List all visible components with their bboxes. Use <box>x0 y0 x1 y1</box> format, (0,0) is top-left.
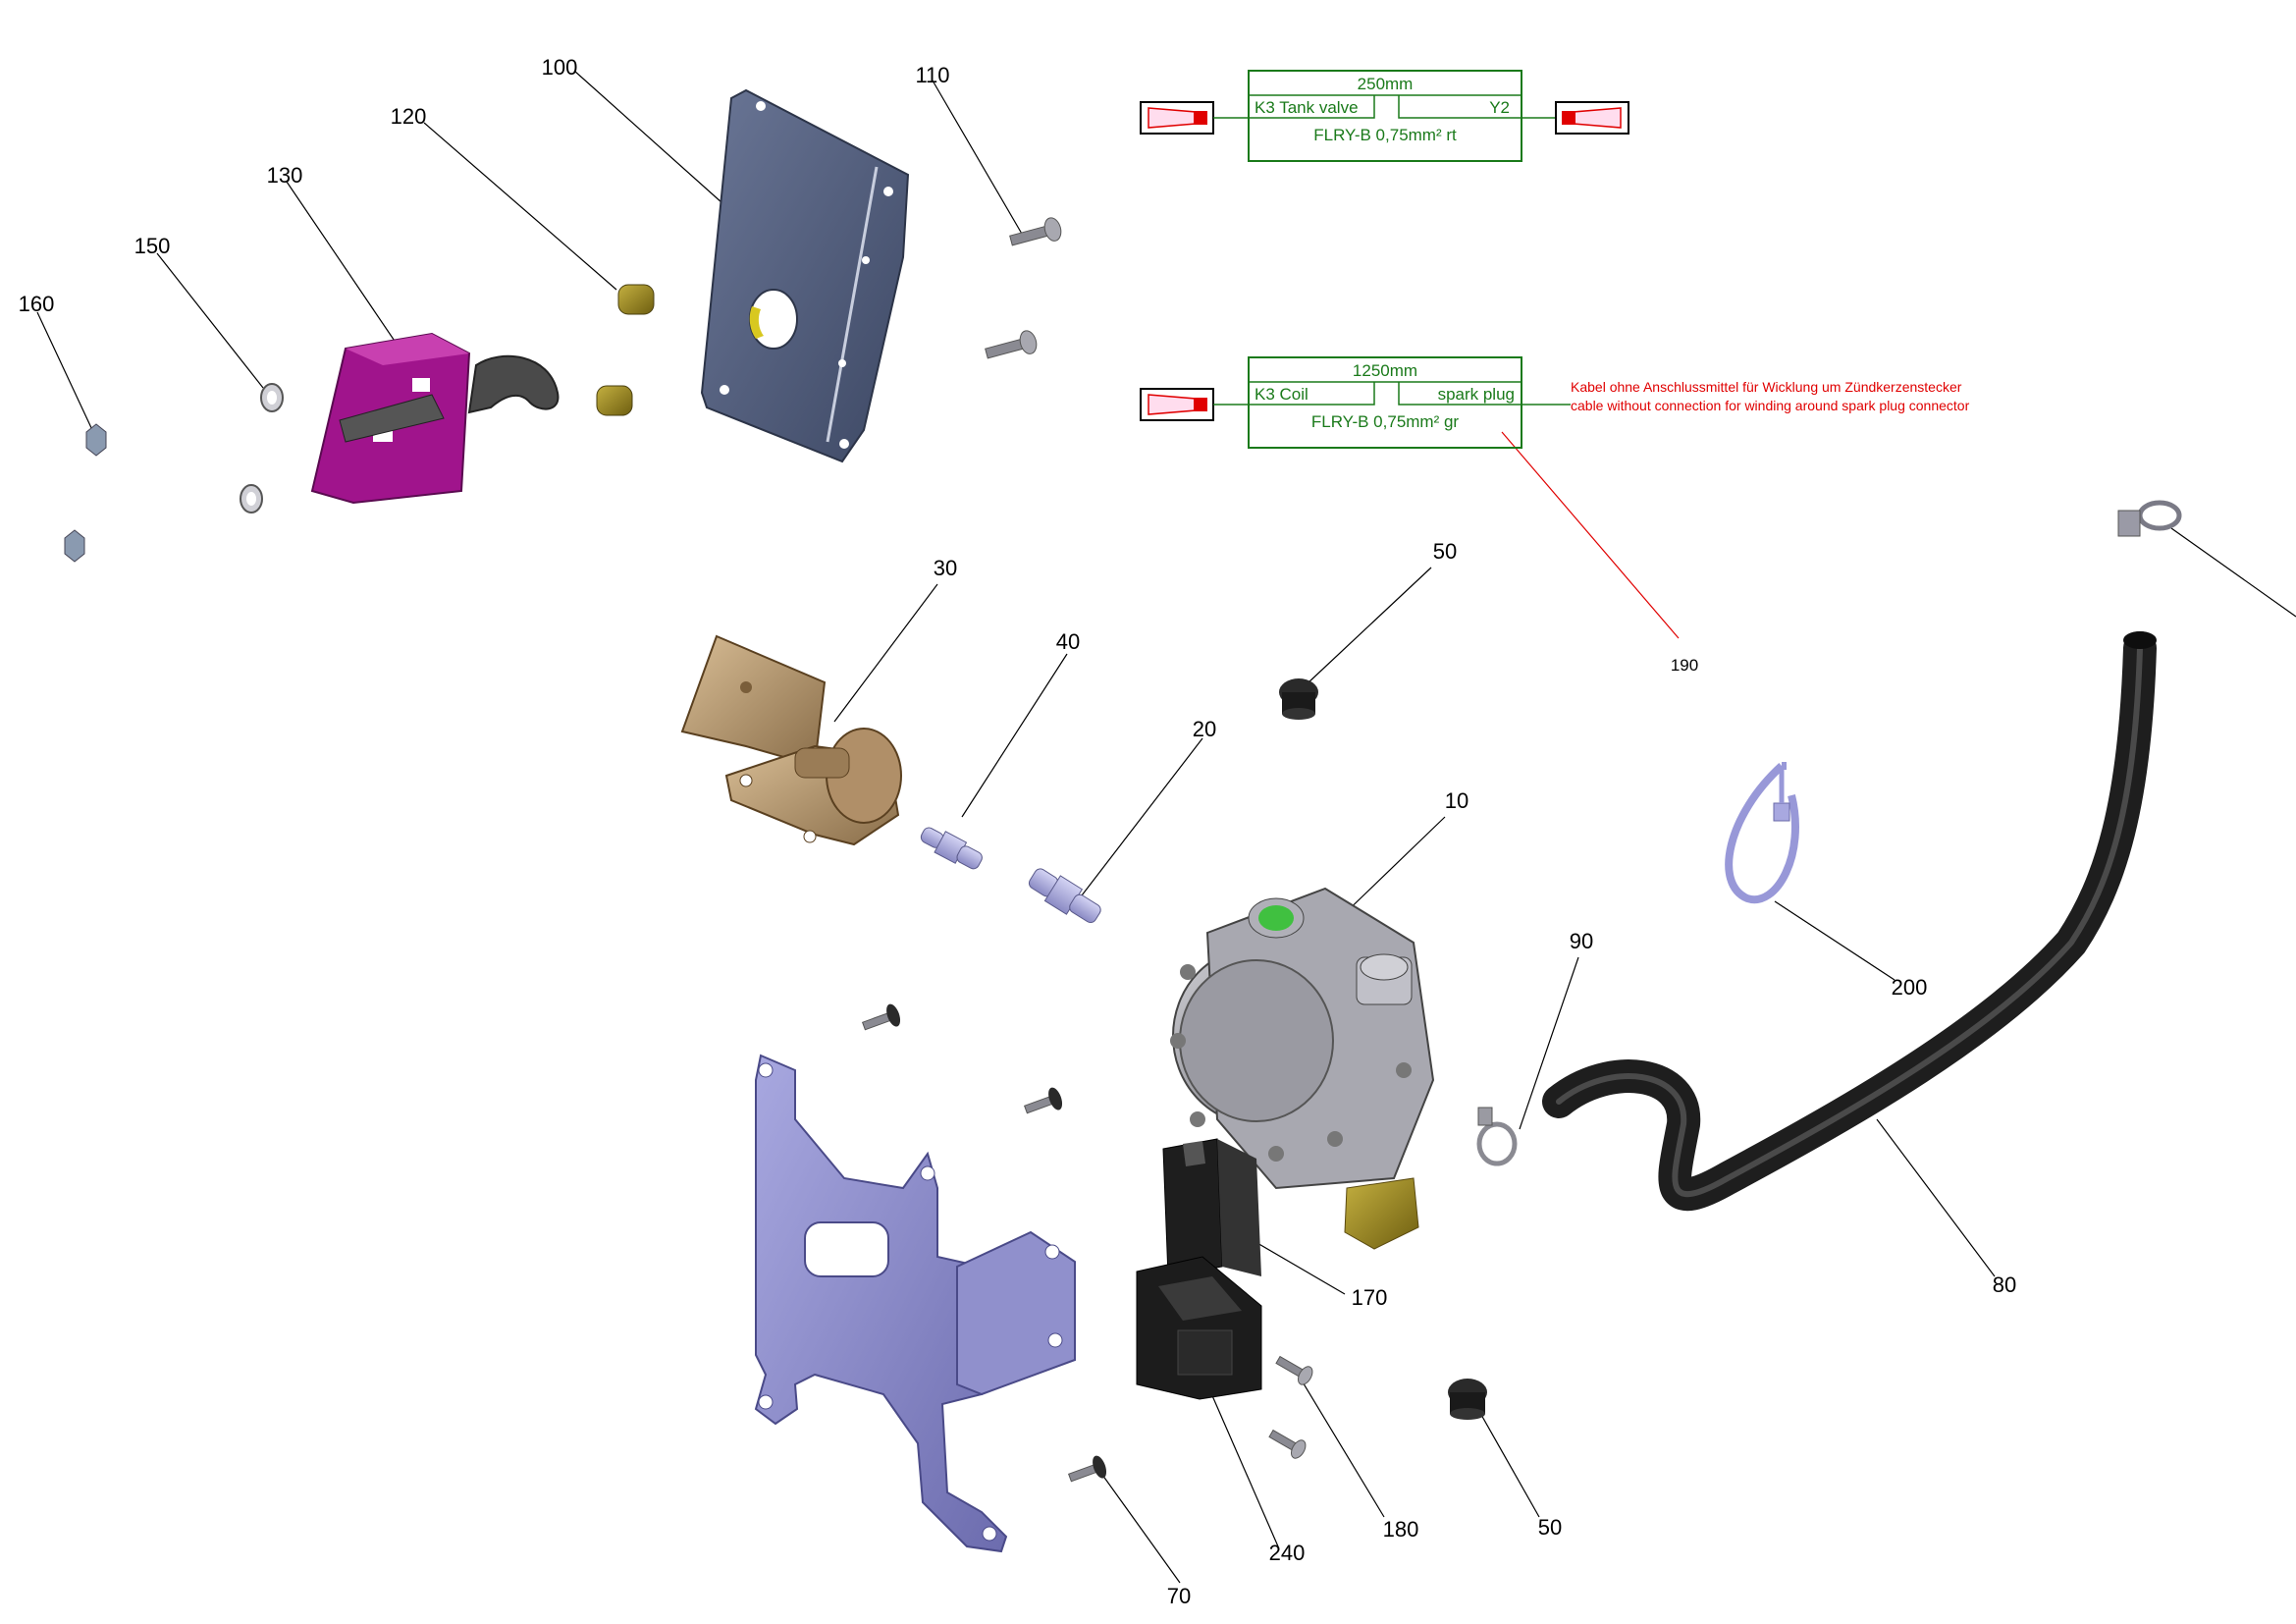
part-70-studs <box>861 1003 1107 1483</box>
part-10-regulator <box>1170 887 1435 1250</box>
part-240-relay-socket <box>1136 1256 1262 1400</box>
wire2-spec: FLRY-B 0,75mm² gr <box>1311 412 1460 431</box>
part-130-latch <box>310 332 560 505</box>
part-110-screws <box>985 217 1062 359</box>
callout-90: 90 <box>1570 929 1593 953</box>
wire-diagram-coil: 1250mm K3 Coil spark plug FLRY-B 0,75mm²… <box>1140 356 1571 449</box>
callout-180: 180 <box>1383 1517 1419 1542</box>
callout-50-top: 50 <box>1433 539 1457 564</box>
note-german: Kabel ohne Anschlussmittel für Wicklung … <box>1571 379 1962 395</box>
callout-240: 240 <box>1269 1541 1306 1565</box>
part-180-screws <box>1268 1355 1313 1459</box>
part-200-cable-tie <box>1725 762 1799 904</box>
wire1-right-label: Y2 <box>1489 98 1510 117</box>
bracket <box>754 1054 1076 1553</box>
callout-170: 170 <box>1352 1285 1388 1310</box>
part-50-grommet-top <box>1279 678 1318 720</box>
callout-labels: 100 110 120 130 150 160 30 40 20 50 10 9… <box>19 55 2017 1608</box>
part-40-fitting <box>920 827 983 870</box>
callout-130: 130 <box>267 163 303 188</box>
callout-70: 70 <box>1167 1584 1191 1608</box>
callout-30: 30 <box>934 556 957 580</box>
callout-20: 20 <box>1193 717 1216 741</box>
part-160-nuts <box>64 423 107 563</box>
part-100-mounting-plate <box>700 88 910 463</box>
wire2-right-label: spark plug <box>1438 385 1515 404</box>
connector-left-2 <box>1140 388 1214 421</box>
callout-160: 160 <box>19 292 55 316</box>
wire1-spec: FLRY-B 0,75mm² rt <box>1313 126 1457 144</box>
small-clamp-top-right <box>2117 500 2182 537</box>
callout-110: 110 <box>915 63 949 87</box>
note-english: cable without connection for winding aro… <box>1571 398 1970 413</box>
connector-left-1 <box>1140 101 1214 135</box>
callout-10: 10 <box>1445 788 1468 813</box>
callout-150: 150 <box>134 234 171 258</box>
wire-diagram-tank-valve: 250mm K3 Tank valve Y2 FLRY-B 0,75mm² rt <box>1140 70 1629 162</box>
wire1-left-label: K3 Tank valve <box>1255 98 1359 117</box>
part-20-fitting <box>1028 868 1101 924</box>
connector-right-1 <box>1555 101 1629 135</box>
wire1-length: 250mm <box>1358 75 1414 93</box>
part-80-hose <box>1542 631 2157 1212</box>
part-120-bushings <box>596 284 655 416</box>
callout-120: 120 <box>391 104 427 129</box>
leader-lines <box>36 70 2296 1584</box>
callout-100: 100 <box>542 55 578 80</box>
callout-190: 190 <box>1671 656 1698 675</box>
part-170-relay <box>1162 1138 1261 1277</box>
leader-190 <box>1501 431 1680 639</box>
part-150-washers <box>240 383 284 514</box>
part-30-valve-body <box>680 634 902 846</box>
part-50-grommet-bottom <box>1448 1379 1487 1420</box>
callout-200: 200 <box>1892 975 1928 1000</box>
callout-80: 80 <box>1993 1272 2016 1297</box>
wire2-left-label: K3 Coil <box>1255 385 1308 404</box>
part-90-hose-clamp <box>1476 1107 1518 1166</box>
wire2-length: 1250mm <box>1353 361 1417 380</box>
callout-40: 40 <box>1056 629 1080 654</box>
callout-50-bottom: 50 <box>1538 1515 1562 1540</box>
